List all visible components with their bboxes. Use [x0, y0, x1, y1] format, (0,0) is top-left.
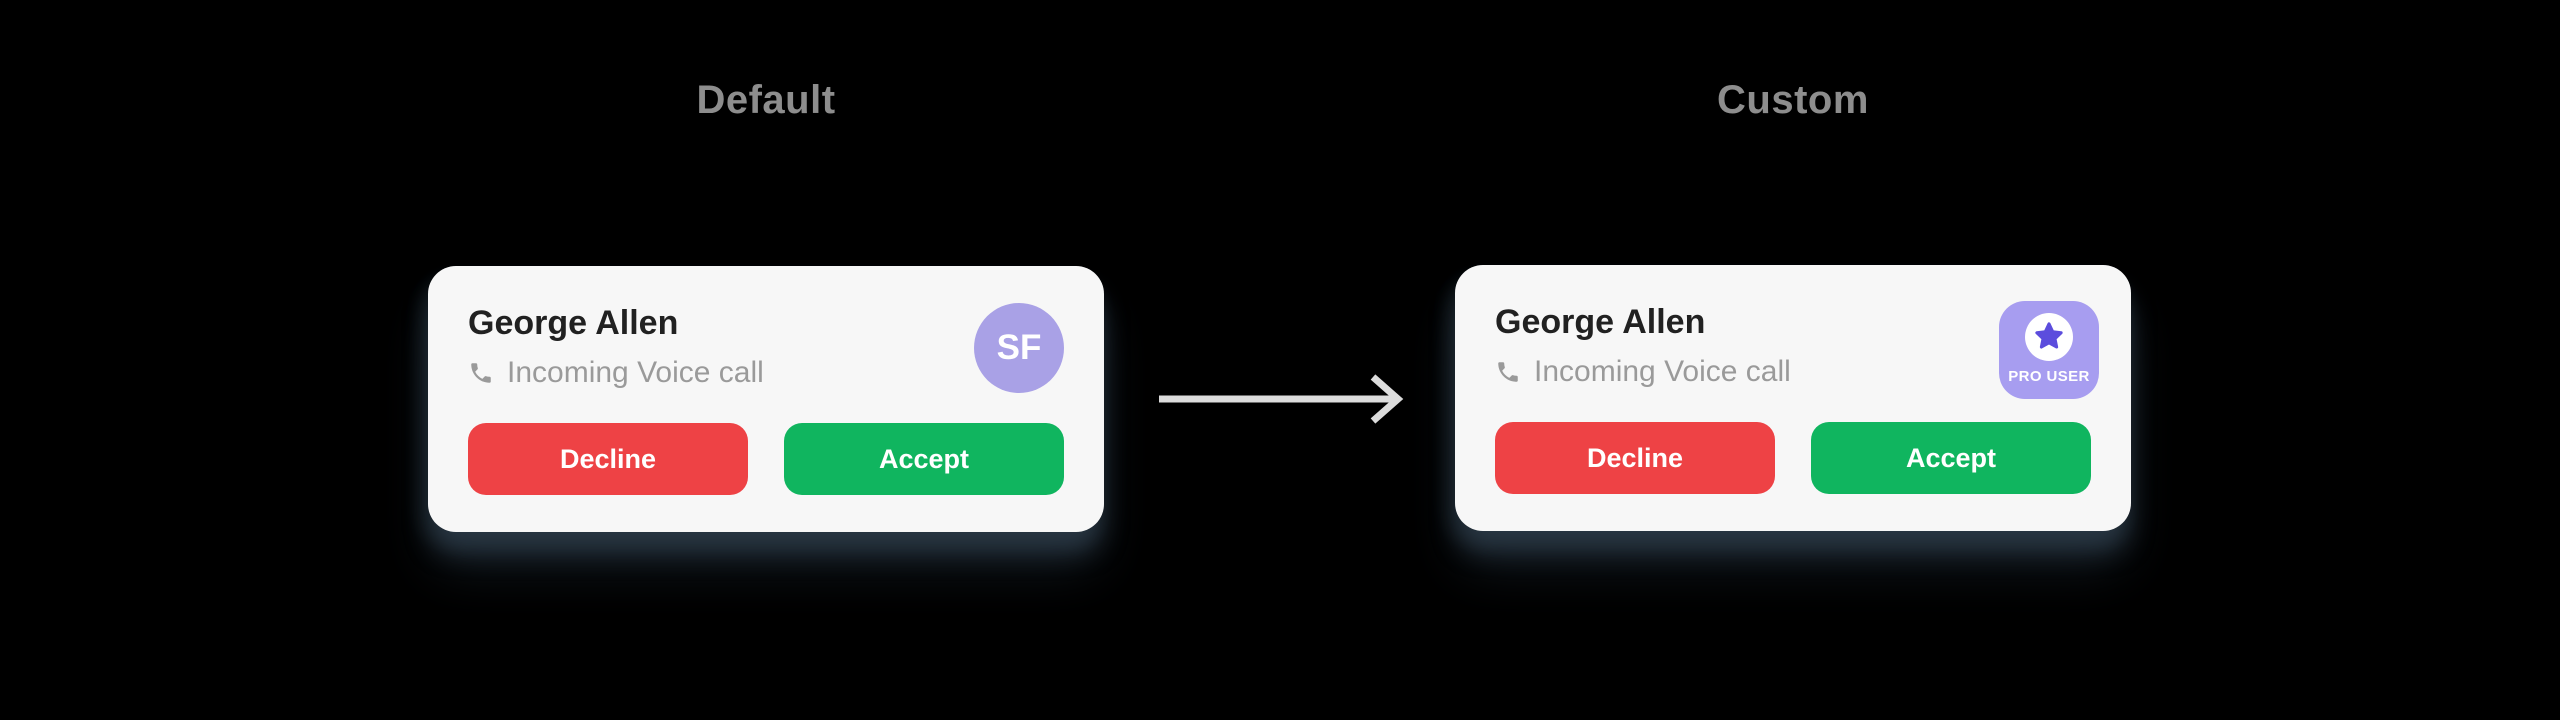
accept-button[interactable]: Accept [1811, 422, 2091, 494]
call-type-row: Incoming Voice call [1495, 353, 1791, 391]
call-type-label: Incoming Voice call [507, 356, 764, 389]
pro-user-label: PRO USER [2008, 368, 2090, 385]
decline-button[interactable]: Decline [468, 423, 748, 495]
caller-info: George Allen Incoming Voice call [468, 302, 764, 392]
star-icon [2035, 322, 2063, 349]
call-actions: Decline Accept [1495, 422, 2091, 494]
transition-arrow-icon [1159, 374, 1404, 424]
section-title-default: Default [696, 78, 836, 122]
call-actions: Decline Accept [468, 423, 1064, 495]
caller-info: George Allen Incoming Voice call [1495, 301, 1791, 391]
call-notification-card-default: George Allen Incoming Voice call SF Decl… [428, 266, 1104, 532]
accept-button[interactable]: Accept [784, 423, 1064, 495]
decline-button[interactable]: Decline [1495, 422, 1775, 494]
caller-name: George Allen [1495, 303, 1706, 341]
call-type-row: Incoming Voice call [468, 354, 764, 392]
caller-name: George Allen [468, 304, 679, 342]
call-type-label: Incoming Voice call [1534, 355, 1791, 388]
pro-user-badge: PRO USER [1999, 301, 2099, 399]
call-notification-card-custom: George Allen Incoming Voice call PRO USE… [1455, 265, 2131, 531]
avatar: SF [974, 303, 1064, 393]
card-header: George Allen Incoming Voice call PRO USE… [1495, 301, 2099, 399]
phone-icon [471, 363, 491, 383]
section-title-custom: Custom [1717, 78, 1869, 122]
star-circle [2025, 313, 2073, 361]
phone-icon [1498, 362, 1518, 382]
card-header: George Allen Incoming Voice call SF [468, 302, 1064, 393]
